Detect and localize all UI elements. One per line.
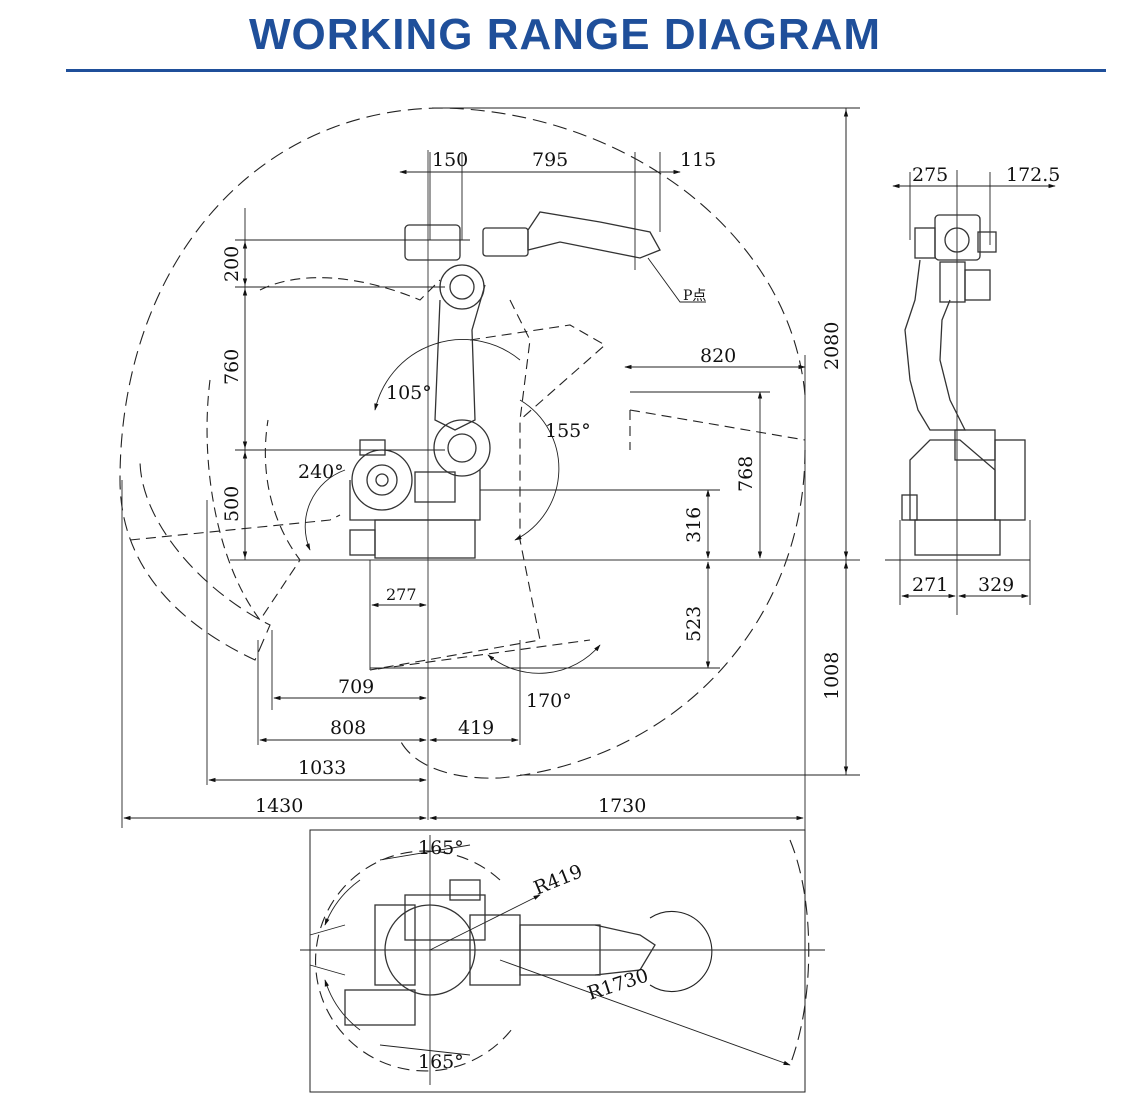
dim-820: 820	[700, 345, 736, 367]
top-view-labels: 165° 165° R419 R1730	[418, 837, 651, 1073]
title-underline	[66, 69, 1106, 72]
dim-760: 760	[221, 349, 243, 385]
side-view	[119, 107, 860, 830]
dim-316: 316	[683, 507, 705, 543]
dim-150: 150	[432, 149, 468, 171]
radius-r419: R419	[531, 860, 586, 899]
inner-envelope	[206, 277, 441, 621]
side-view-labels: 150 795 115 200 760 500 2080 1008 820 76…	[221, 149, 843, 817]
dim-1033: 1033	[298, 757, 346, 779]
dim-419: 419	[458, 717, 494, 739]
dim-768: 768	[735, 456, 757, 492]
dim-2080: 2080	[821, 322, 843, 370]
angle-170: 170°	[526, 690, 572, 712]
dim-172-5: 172.5	[1006, 164, 1060, 186]
angle-165-bottom: 165°	[418, 1051, 464, 1073]
dim-1430: 1430	[255, 795, 303, 817]
dim-523: 523	[683, 606, 705, 642]
dim-500: 500	[221, 486, 243, 522]
dim-1008: 1008	[821, 652, 843, 700]
angle-165-top: 165°	[418, 837, 464, 859]
angle-105: 105°	[386, 382, 432, 404]
dim-271: 271	[912, 574, 948, 596]
arm-reach-envelope-2	[469, 324, 806, 450]
robot-top-silhouette	[344, 879, 656, 1026]
dim-275: 275	[912, 164, 948, 186]
point-p-label: P点	[683, 288, 706, 304]
page-title: WORKING RANGE DIAGRAM	[248, 10, 882, 59]
dim-808: 808	[330, 717, 366, 739]
front-view	[885, 170, 1056, 615]
angle-240: 240°	[298, 461, 344, 483]
dim-709: 709	[338, 676, 374, 698]
dim-329: 329	[978, 574, 1014, 596]
front-view-labels: 275 172.5 271 329	[912, 164, 1060, 596]
dim-200: 200	[221, 246, 243, 282]
dim-277: 277	[386, 585, 417, 604]
dim-115: 115	[680, 149, 716, 171]
robot-front-silhouette	[901, 214, 1026, 556]
top-view	[300, 829, 825, 1093]
radius-r1730: R1730	[585, 964, 651, 1004]
outer-envelope-lower	[399, 449, 806, 779]
robot-side-silhouette	[349, 211, 661, 559]
outer-envelope	[119, 107, 806, 661]
dim-1730: 1730	[598, 795, 646, 817]
angle-155: 155°	[545, 420, 591, 442]
dim-795: 795	[532, 149, 568, 171]
